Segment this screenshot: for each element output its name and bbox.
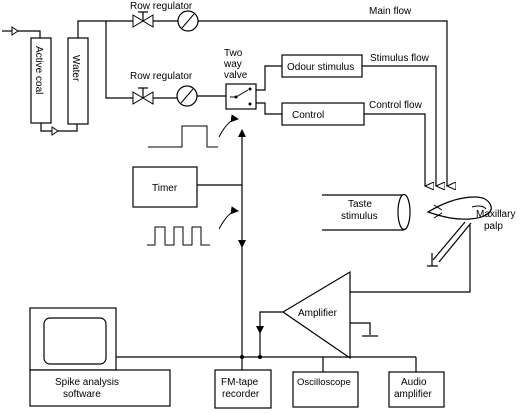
stimulus-flow-label: Stimulus flow bbox=[370, 53, 430, 64]
computer-monitor bbox=[29, 307, 117, 371]
active-coal-filter: Active coal bbox=[30, 37, 52, 124]
main-flow-label: Main flow bbox=[369, 6, 412, 17]
oscilloscope-box: Oscilloscope bbox=[292, 371, 359, 408]
fm-tape-recorder-box: FM-tape recorder bbox=[214, 369, 272, 409]
odour-stimulus-box: Odour stimulus Stimulus flow bbox=[281, 53, 436, 186]
maxillary-palp-label-2: palp bbox=[484, 221, 503, 232]
water-filter: Water bbox=[67, 37, 89, 125]
single-pulse-waveform bbox=[148, 114, 239, 148]
spike-analysis-label-2: software bbox=[63, 389, 101, 400]
valve-output-lines bbox=[256, 65, 282, 115]
timer-box: Timer bbox=[132, 129, 246, 370]
active-coal-label: Active coal bbox=[33, 46, 44, 94]
air-inlet bbox=[2, 26, 41, 38]
oscilloscope-label: Oscilloscope bbox=[297, 377, 351, 388]
control-flow-label: Control flow bbox=[369, 100, 423, 111]
two-way-valve-label-1: Two bbox=[224, 48, 243, 59]
maxillary-palp: Maxillary palp bbox=[350, 196, 515, 293]
maxillary-palp-label-1: Maxillary bbox=[476, 209, 515, 220]
audio-amplifier-label-1: Audio bbox=[401, 377, 427, 388]
flow-regulator-bottom-label: Row regulator bbox=[130, 71, 193, 82]
two-way-valve-label-3: valve bbox=[224, 70, 248, 81]
two-way-valve: Two way valve bbox=[223, 48, 257, 110]
spike-analysis-box: Spike analysis software bbox=[29, 369, 171, 407]
flow-regulator-bottom: Row regulator bbox=[130, 71, 226, 107]
taste-stimulus-label-1: Taste bbox=[348, 199, 372, 210]
audio-amplifier-box: Audio amplifier bbox=[388, 371, 445, 408]
odour-stimulus-label: Odour stimulus bbox=[287, 62, 354, 73]
output-bus bbox=[114, 333, 417, 372]
water-label: Water bbox=[70, 55, 81, 82]
fm-tape-label-1: FM-tape bbox=[221, 377, 259, 388]
audio-amplifier-label-2: amplifier bbox=[394, 389, 432, 400]
control-box: Control Control flow bbox=[281, 100, 425, 186]
coal-to-water-connection bbox=[40, 123, 78, 136]
spike-analysis-label-1: Spike analysis bbox=[55, 377, 119, 388]
flow-regulator-top: Row regulator Main flow bbox=[130, 1, 447, 186]
control-label: Control bbox=[292, 110, 324, 121]
taste-stimulus-label-2: stimulus bbox=[341, 211, 378, 222]
amplifier-label: Amplifier bbox=[298, 308, 338, 319]
fm-tape-label-2: recorder bbox=[222, 389, 260, 400]
taste-stimulus-tube: Taste stimulus bbox=[322, 193, 411, 231]
two-way-valve-label-2: way bbox=[223, 59, 242, 70]
pulse-train-waveform bbox=[147, 206, 239, 246]
air-supply-lines bbox=[77, 20, 133, 99]
flow-regulator-top-label: Row regulator bbox=[130, 1, 193, 12]
amplifier: Amplifier bbox=[256, 270, 378, 360]
timer-label: Timer bbox=[152, 183, 178, 194]
